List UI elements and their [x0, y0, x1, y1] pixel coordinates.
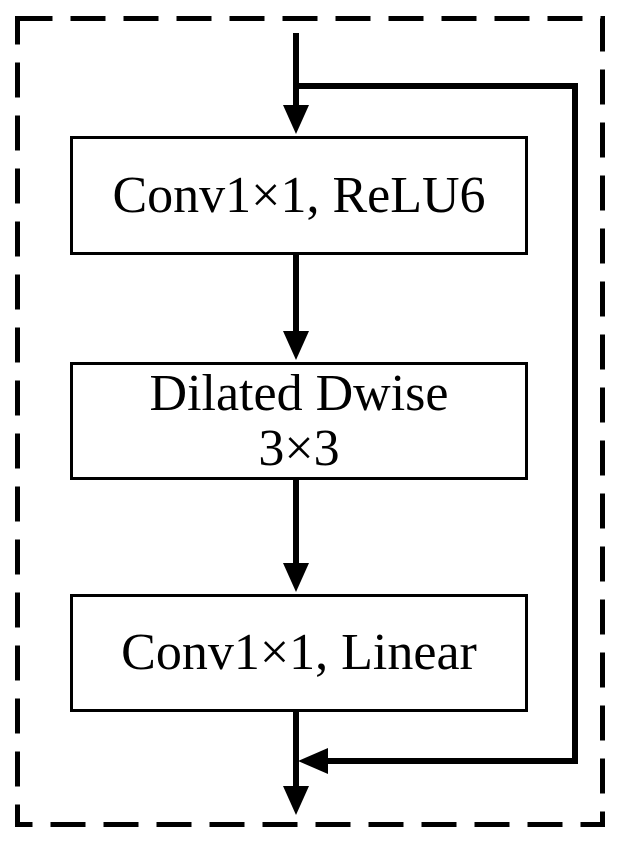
- input-arrowhead: [283, 105, 309, 134]
- node-dilated-dwise-label-line2: 3×3: [258, 420, 340, 477]
- arrow-conv-to-dwise-arrowhead: [283, 331, 309, 360]
- output-arrowhead: [283, 786, 309, 815]
- node-conv1x1-relu6: Conv1×1, ReLU6: [70, 136, 528, 255]
- skip-connection-line: [296, 83, 578, 764]
- node-dilated-dwise-label-line1: Dilated Dwise: [149, 364, 449, 422]
- outer-dashed-border: [15, 16, 605, 827]
- node-dilated-dwise-3x3: Dilated Dwise 3×3: [70, 362, 528, 480]
- skip-connection-merge-arrowhead: [298, 748, 328, 774]
- node-conv1x1-linear: Conv1×1, Linear: [70, 594, 528, 712]
- node-conv1x1-relu6-label: Conv1×1, ReLU6: [112, 166, 486, 224]
- arrow-dwise-to-conv-arrowhead: [283, 563, 309, 592]
- node-conv1x1-linear-label: Conv1×1, Linear: [121, 624, 477, 682]
